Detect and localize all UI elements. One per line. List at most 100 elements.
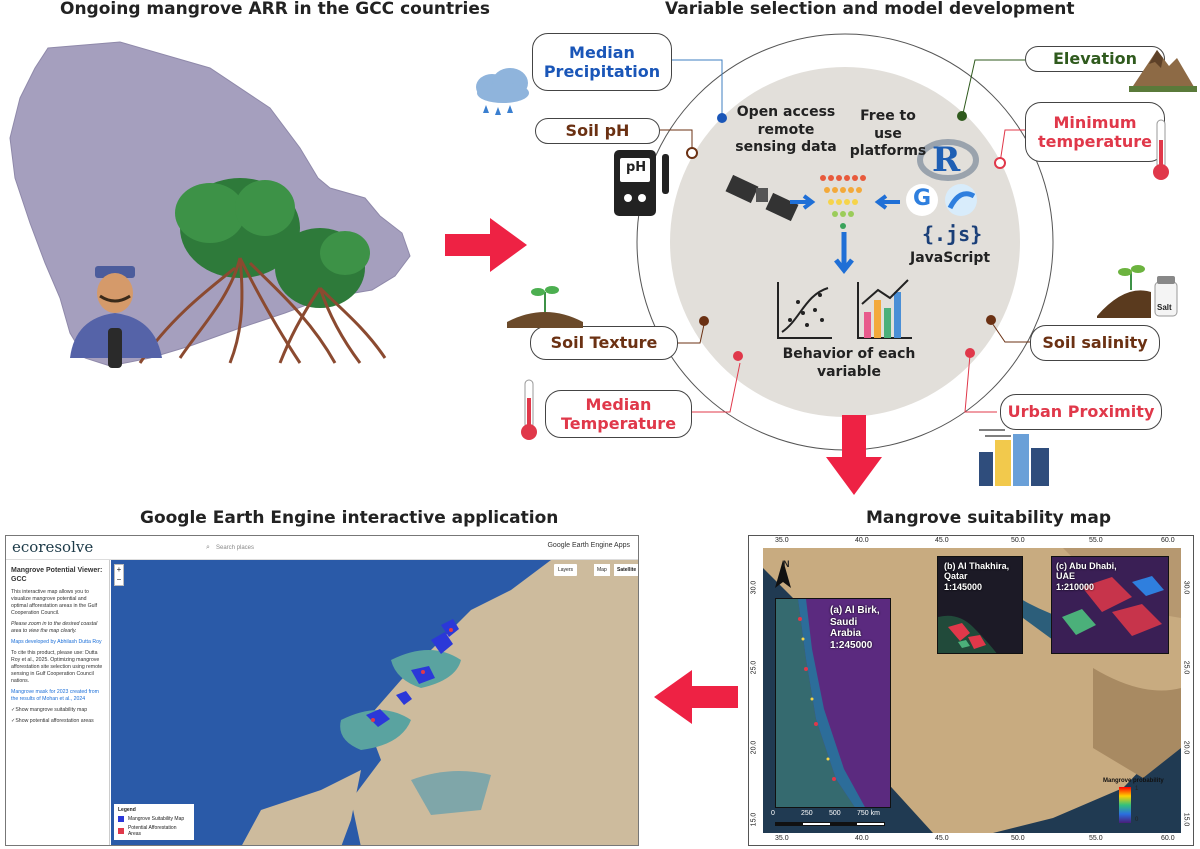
legend-item-suitability: Mangrove Suitability Map <box>128 816 185 822</box>
inset-c-map <box>1062 576 1164 636</box>
tick-right-0: 30.0 <box>1182 580 1190 595</box>
thermometer-icon <box>521 379 537 440</box>
probability-color-ramp <box>1119 787 1131 823</box>
viewer-intro: This interactive map allows you to visua… <box>11 588 98 616</box>
search-placeholder-text: Search places <box>216 545 255 551</box>
inset-c-label: (c) Abu Dhabi, UAE 1:210000 <box>1056 561 1117 592</box>
probability-legend-title: Mangrove probability <box>1103 778 1164 784</box>
inset-al-thakhira: (b) Al Thakhira, Qatar 1:145000 <box>937 556 1023 654</box>
search-places-input[interactable]: ⌕ Search places <box>206 541 506 555</box>
satellite-icon <box>725 174 799 222</box>
inset-c-line-1: (c) Abu Dhabi, <box>1056 561 1117 571</box>
probability-max: 1 <box>1135 786 1139 792</box>
zoom-out-button[interactable]: − <box>116 575 122 584</box>
developer-link[interactable]: Maps developed by Abhilash Dutta Roy <box>11 638 102 645</box>
scale-label-0: 0 <box>771 810 775 817</box>
arrow-down-icon <box>826 415 882 495</box>
zoom-in-button[interactable]: + <box>116 565 122 574</box>
ecoresolve-logo: ecoresolve <box>12 538 94 556</box>
mask-note-link[interactable]: Mangrove mask for 2023 created from the … <box>11 689 99 703</box>
zoom-hint: Please zoom in to the desired coastal ar… <box>11 620 98 634</box>
tick-bottom-2: 45.0 <box>935 835 949 842</box>
inset-b-line-1: (b) Al Thakhira, <box>944 561 1010 571</box>
city-buildings-icon <box>979 429 1049 486</box>
variable-soil-texture: Soil Texture <box>530 326 678 360</box>
model-circle-diagram <box>636 33 1054 451</box>
thermometer-min-icon <box>1153 119 1169 180</box>
inset-a-map <box>776 599 865 807</box>
north-arrow-icon <box>775 560 791 588</box>
inset-a-line-1: (a) Al Birk, <box>830 605 880 616</box>
layers-button[interactable]: Layers <box>554 564 578 576</box>
tick-right-3: 15.0 <box>1182 812 1190 827</box>
show-afforestation-checkbox[interactable]: ✓Show potential afforestation areas <box>11 718 94 725</box>
js-braces-label: {.js} <box>922 222 983 246</box>
open-access-data-label: Open access remote sensing data <box>735 104 837 155</box>
arrow-right-icon <box>445 218 527 272</box>
inset-abu-dhabi: (c) Abu Dhabi, UAE 1:210000 <box>1051 556 1169 654</box>
legend-title: Legend <box>118 807 136 813</box>
probability-min: 0 <box>1135 817 1139 823</box>
variable-elevation: Elevation <box>1025 46 1165 72</box>
citation-text: To cite this product, please use: Dutta … <box>11 649 103 685</box>
tick-right-1: 25.0 <box>1182 660 1190 675</box>
mountain-icon <box>1129 50 1197 92</box>
google-logo-icon <box>906 184 938 216</box>
north-label: N <box>783 559 790 569</box>
scale-labels: 0 250 500 750 km <box>771 810 921 820</box>
satellite-button[interactable]: Satellite <box>614 564 638 576</box>
gee-app-window: ecoresolve ⌕ Search places Google Earth … <box>5 535 639 846</box>
tick-bottom-1: 40.0 <box>855 835 869 842</box>
farmer-icon <box>70 266 162 368</box>
legend-item-afforestation: Potential Afforestation Areas <box>127 825 177 837</box>
variable-urban-proximity: Urban Proximity <box>1000 394 1162 430</box>
tick-left-3: 15.0 <box>750 812 758 827</box>
tick-left-0: 30.0 <box>750 580 758 595</box>
variables-panel-title: Variable selection and model development <box>665 0 1075 19</box>
suitability-panel-title: Mangrove suitability map <box>866 508 1112 528</box>
tick-left-2: 20.0 <box>750 740 758 755</box>
viewer-title: Mangrove Potential Viewer: GCC <box>11 567 103 584</box>
show-suitability-checkbox[interactable]: ✓Show mangrove suitability map <box>11 707 88 714</box>
variable-median-temperature: Median Temperature <box>545 390 692 438</box>
tick-top-4: 55.0 <box>1089 537 1103 544</box>
tick-bottom-4: 55.0 <box>1089 835 1103 842</box>
tick-top-1: 40.0 <box>855 537 869 544</box>
tick-top-3: 50.0 <box>1011 537 1025 544</box>
scale-label-750: 750 km <box>857 810 880 817</box>
variable-minimum-temperature: Minimum temperature <box>1025 102 1165 162</box>
neural-network-icon <box>820 175 866 229</box>
gcc-map-illustration <box>9 41 411 368</box>
variable-soil-salinity: Soil salinity <box>1030 325 1160 361</box>
inset-a-line-2: Saudi Arabia <box>830 616 862 640</box>
gee-map-canvas[interactable] <box>111 560 639 846</box>
scale-label-250: 250 <box>801 810 813 817</box>
gee-panel-title: Google Earth Engine interactive applicat… <box>140 508 559 528</box>
inset-al-birk: (a) Al Birk, Saudi Arabia 1:245000 <box>775 598 891 808</box>
earth-engine-logo-icon <box>945 184 977 216</box>
gee-legend: Legend Mangrove Suitability Map Potentia… <box>114 804 194 840</box>
gee-apps-link[interactable]: Google Earth Engine Apps <box>547 542 630 549</box>
seedling-soil-icon <box>507 286 583 328</box>
tick-top-0: 35.0 <box>775 537 789 544</box>
rain-cloud-icon <box>476 68 529 115</box>
behavior-variable-label: Behavior of each variable <box>782 346 916 380</box>
gee-side-panel: Mangrove Potential Viewer: GCC This inte… <box>6 560 110 845</box>
salt-soil-icon <box>1097 265 1178 318</box>
inset-b-line-2: Qatar <box>944 571 968 582</box>
tick-bottom-5: 60.0 <box>1161 835 1175 842</box>
inset-a-line-3: 1:245000 <box>830 639 873 651</box>
tick-left-1: 25.0 <box>750 660 758 675</box>
inset-c-line-2: UAE <box>1056 571 1076 582</box>
salt-label: Salt <box>1157 303 1172 312</box>
zoom-controls: + − <box>114 564 124 586</box>
gee-top-bar: ecoresolve ⌕ Search places Google Earth … <box>6 536 638 560</box>
r-letter: R <box>932 140 961 180</box>
inset-a-label: (a) Al Birk, Saudi Arabia 1:245000 <box>830 605 890 651</box>
tick-bottom-3: 50.0 <box>1011 835 1025 842</box>
legend-swatch-suitability <box>118 816 124 822</box>
tick-right-2: 20.0 <box>1182 740 1190 755</box>
map-button[interactable]: Map <box>594 564 610 576</box>
r-logo-icon <box>917 139 979 181</box>
